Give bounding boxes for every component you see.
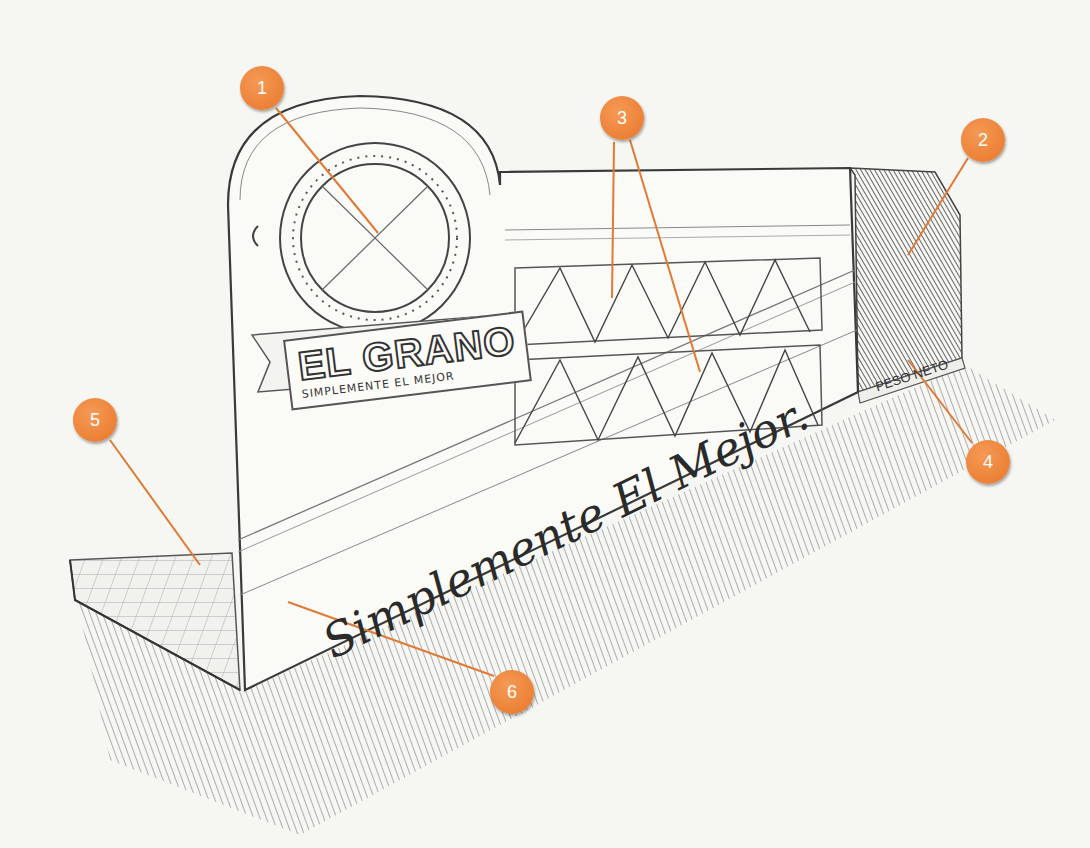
callout-number: 2 (978, 130, 988, 151)
callout-circle: 6 (490, 670, 534, 714)
brand-label-box: EL GRANOSIMPLEMENTE EL MEJOR (283, 311, 532, 411)
script-slogan: Simplemente El Mejor. (314, 387, 817, 669)
callout-number: 6 (507, 682, 517, 703)
callout-circle: 4 (966, 440, 1010, 484)
callout-number: 5 (90, 410, 100, 431)
callout-circle: 2 (961, 118, 1005, 162)
callout-circle: 3 (600, 96, 644, 140)
callout-number: 4 (983, 452, 993, 473)
callout-circle: 1 (240, 66, 284, 110)
callout-circle: 5 (73, 398, 117, 442)
net-weight-text: PESO NETO (874, 357, 951, 395)
callout-number: 1 (257, 78, 267, 99)
callout-number: 3 (617, 108, 627, 129)
